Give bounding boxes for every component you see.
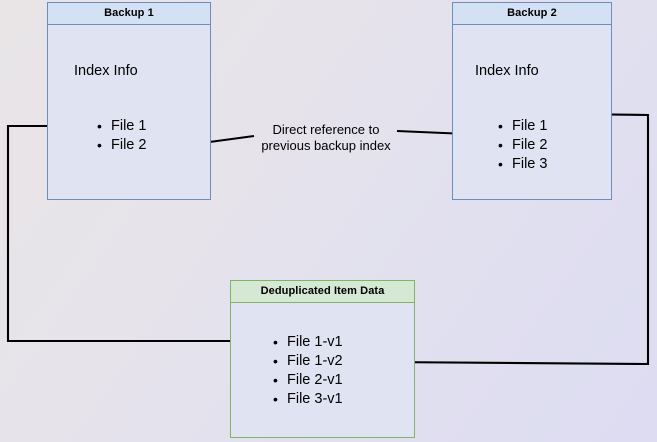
node-backup-2-body: Index Info File 1 File 2 File 3 (453, 25, 611, 199)
node-backup-2[interactable]: Backup 2 Index Info File 1 File 2 File 3 (452, 2, 612, 200)
edge-label-line-2: previous backup index (261, 138, 391, 153)
backup-1-index-info-label: Index Info (74, 63, 138, 79)
list-item: File 3 (498, 155, 547, 174)
node-deduplicated-item-data-title: Deduplicated Item Data (231, 281, 414, 303)
node-deduplicated-item-data[interactable]: Deduplicated Item Data File 1-v1 File 1-… (230, 280, 415, 438)
list-item: File 1 (498, 117, 547, 136)
edge-label-direct-reference: Direct reference to previous backup inde… (252, 122, 400, 154)
edge-label-line-1: Direct reference to (272, 122, 380, 137)
node-backup-2-title: Backup 2 (453, 3, 611, 25)
list-item: File 1 (97, 117, 146, 136)
node-deduplicated-item-data-body: File 1-v1 File 1-v2 File 2-v1 File 3-v1 (231, 303, 414, 437)
list-item: File 2 (498, 136, 547, 155)
list-item: File 1-v1 (273, 333, 343, 352)
backup-2-index-info-label: Index Info (475, 63, 539, 79)
node-backup-1-body: Index Info File 1 File 2 (48, 25, 210, 199)
backup-1-file-list: File 1 File 2 (97, 117, 146, 155)
node-backup-1-title: Backup 1 (48, 3, 210, 25)
list-item: File 2 (97, 136, 146, 155)
list-item: File 2-v1 (273, 371, 343, 390)
backup-2-file-list: File 1 File 2 File 3 (498, 117, 547, 174)
node-backup-1[interactable]: Backup 1 Index Info File 1 File 2 (47, 2, 211, 200)
list-item: File 3-v1 (273, 390, 343, 409)
dedup-file-list: File 1-v1 File 1-v2 File 2-v1 File 3-v1 (273, 333, 343, 409)
list-item: File 1-v2 (273, 352, 343, 371)
